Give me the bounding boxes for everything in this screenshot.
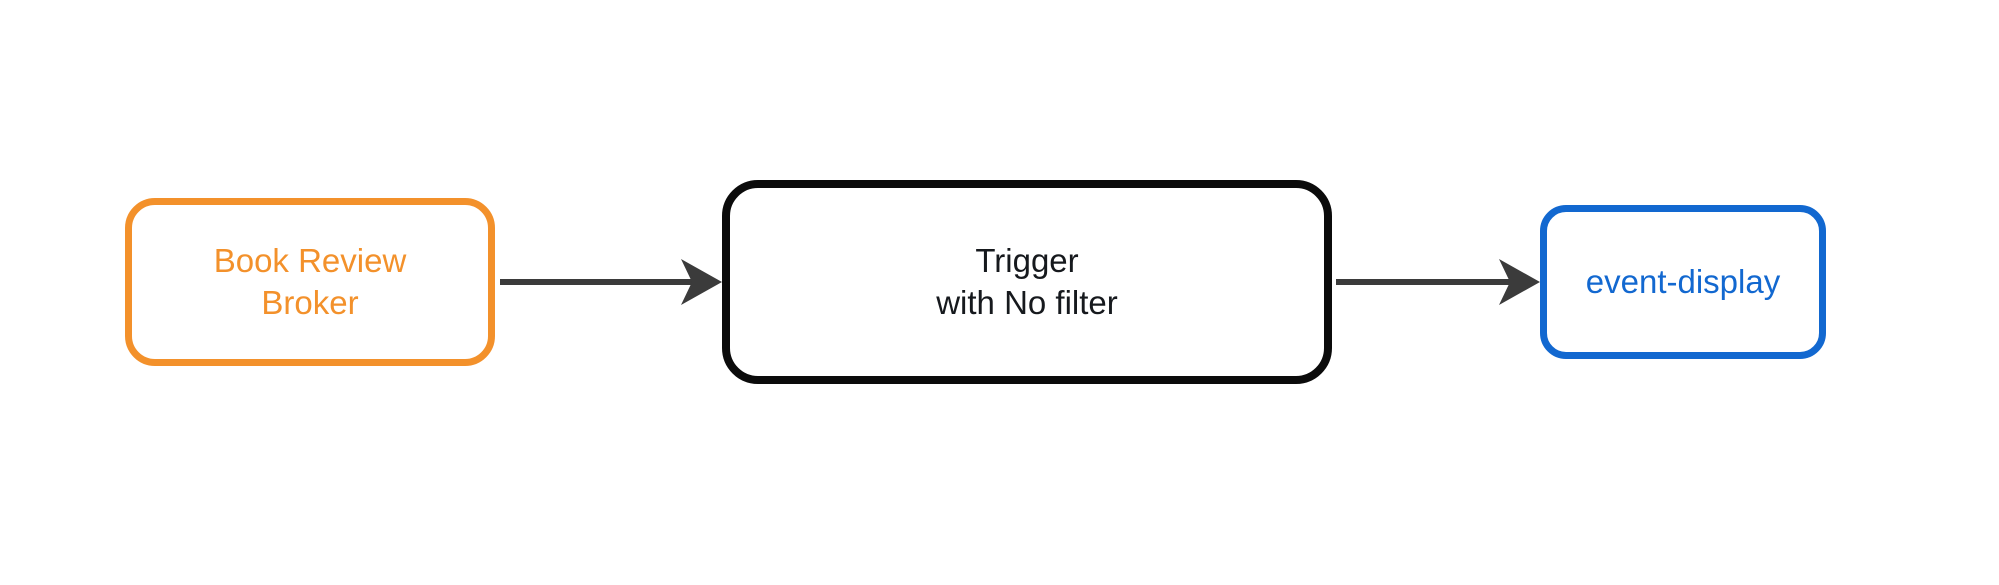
book-review-broker-node[interactable]: Book Review Broker	[125, 198, 495, 366]
event-display-label: event-display	[1585, 262, 1781, 300]
arrow-trigger-to-event-display	[1336, 259, 1540, 305]
book-review-broker-label: Book Review Broker	[213, 241, 407, 321]
trigger-label: Trigger with No filter	[936, 241, 1118, 321]
arrow-trigger-to-event-display-head	[1499, 259, 1540, 305]
trigger-node[interactable]: Trigger with No filter	[722, 180, 1332, 384]
arrow-broker-to-trigger	[500, 259, 722, 305]
event-display-node[interactable]: event-display	[1540, 205, 1826, 359]
arrow-broker-to-trigger-head	[681, 259, 722, 305]
